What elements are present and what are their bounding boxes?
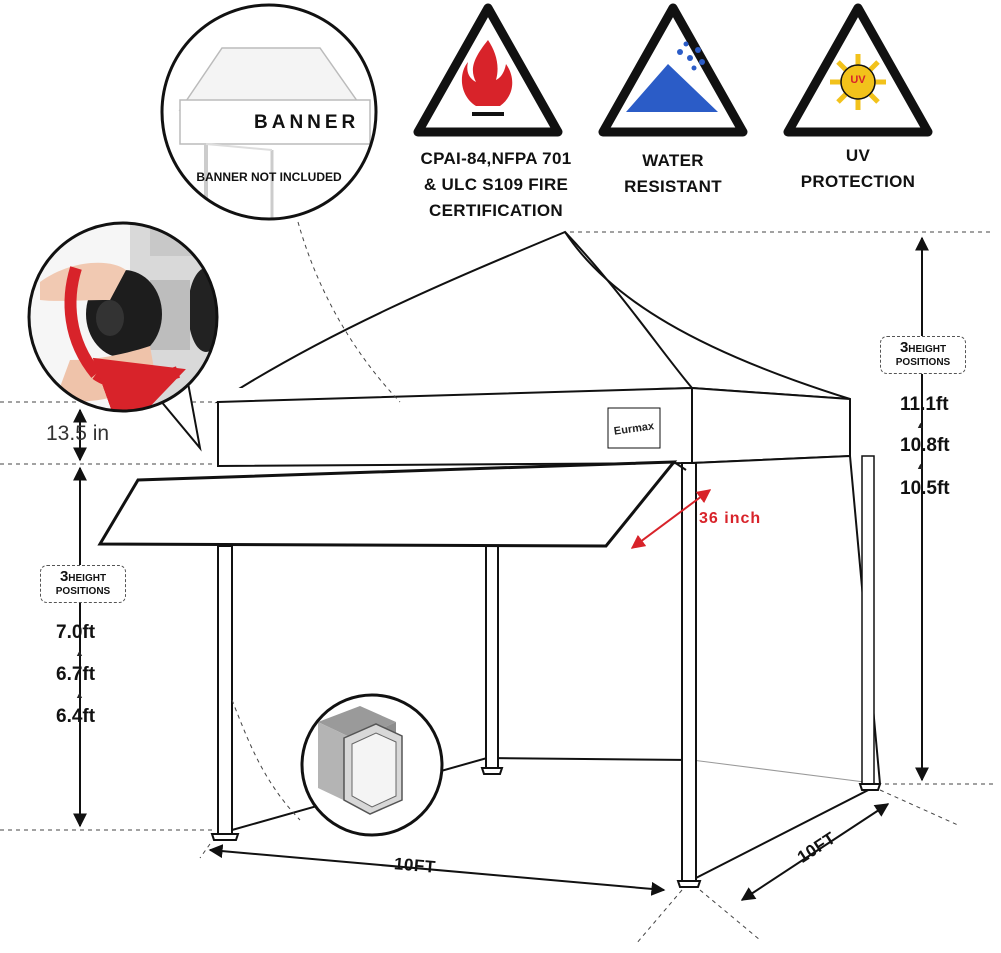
leg-height-max: 7.0ft [56, 622, 96, 643]
awning-depth-label: 36 inch [699, 510, 762, 527]
banner-callout [160, 3, 378, 221]
peak-height-max: 11.1ft [900, 394, 949, 415]
banner-note: BANNER NOT INCLUDED [196, 170, 342, 184]
leg-height-badge: 3HEIGHT POSITIONS [40, 565, 126, 603]
leg-height-mid: 6.7ft [56, 664, 96, 685]
fire-icon [413, 3, 563, 137]
water-icon [598, 3, 748, 137]
footprint-width-label: 10FT [393, 854, 437, 877]
banner-text: BANNER [254, 112, 360, 133]
arrow-up-icon: ▲ [75, 690, 84, 700]
canopy-tent [97, 230, 882, 888]
peak-height-badge: 3HEIGHT POSITIONS [880, 336, 966, 374]
peak-height-mid: 10.8ft [900, 435, 950, 456]
leg-height-min: 6.4ft [56, 706, 96, 727]
dimension-arrows [73, 236, 929, 901]
fire-cert-caption: CPAI-84,NFPA 701 & ULC S109 FIRE CERTIFI… [420, 149, 572, 220]
uv-protection-caption: UV PROTECTION [800, 146, 916, 191]
peak-height-min: 10.5ft [900, 478, 950, 499]
arrow-up-icon: ▲ [916, 420, 925, 430]
tube-callout [300, 693, 444, 837]
uv-sun-icon [783, 3, 933, 137]
water-resistant-caption: WATER RESISTANT [624, 151, 722, 196]
uv-badge-text: UV [850, 74, 866, 86]
knob-callout [27, 221, 219, 452]
arrow-up-icon: ▲ [916, 461, 925, 471]
valance-height-label: 13.5 in [46, 422, 110, 445]
arrow-up-icon: ▲ [75, 648, 84, 658]
